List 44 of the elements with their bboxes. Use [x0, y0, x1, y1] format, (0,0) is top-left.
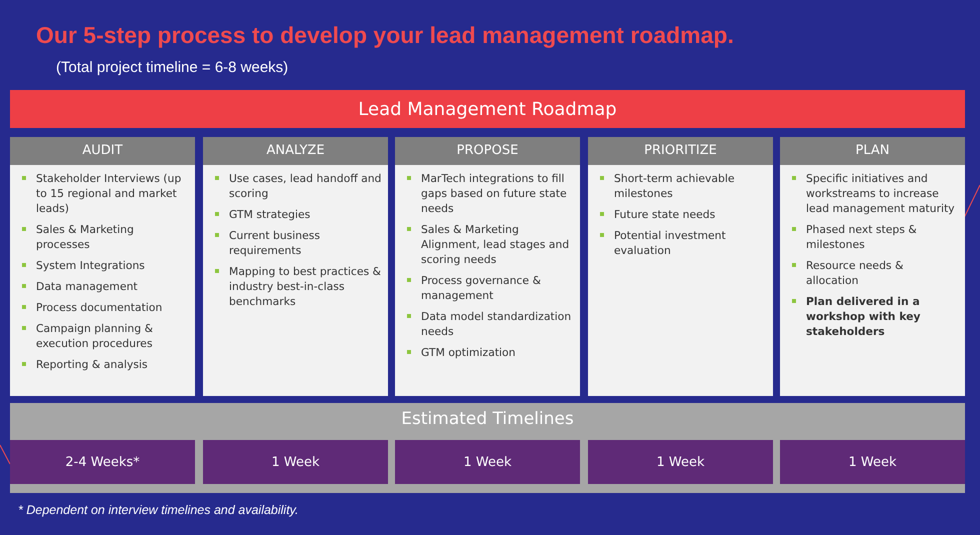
- list-item: Potential investment evaluation: [600, 228, 767, 258]
- phase-column: [10, 137, 195, 396]
- list-item: Data model standardization needs: [407, 309, 574, 339]
- phase-column: [588, 137, 773, 396]
- footnote: * Dependent on interview timelines and availability.: [18, 503, 298, 517]
- list-item: Sales & Marketing Alignment, lead stages and scoring needs: [407, 222, 574, 267]
- list-item: Sales & Marketing processes: [22, 222, 189, 252]
- list-item: GTM strategies: [215, 207, 382, 222]
- column-header: AUDIT: [10, 137, 195, 165]
- timeline-panel: [10, 403, 965, 493]
- list-item: Specific initiatives and workstreams to increase lead management maturity: [792, 171, 959, 216]
- phase-column: [395, 137, 580, 396]
- banner: Lead Management Roadmap: [10, 90, 965, 128]
- timeline-cell: 2-4 Weeks*: [10, 440, 195, 484]
- subtitle: (Total project timeline = 6-8 weeks): [56, 59, 288, 76]
- list-item: Mapping to best practices & industry best-in-class benchmarks: [215, 264, 382, 309]
- list-item: GTM optimization: [407, 345, 574, 360]
- list-item: Data management: [22, 279, 189, 294]
- column-header: PRIORITIZE: [588, 137, 773, 165]
- panel-title: Estimated Timelines: [400, 409, 575, 429]
- list-item: Phased next steps & milestones: [792, 222, 959, 252]
- list-item: Campaign planning & execution procedures: [22, 321, 189, 351]
- list-item: Short-term achievable milestones: [600, 171, 767, 201]
- timeline-cell: 1 Week: [395, 440, 580, 484]
- phase-column: [780, 137, 965, 396]
- timeline-cell: 1 Week: [588, 440, 773, 484]
- list-item: Resource needs & allocation: [792, 258, 959, 288]
- list-item: Plan delivered in a workshop with key stakeholders: [792, 294, 959, 339]
- phase-column: [203, 137, 388, 396]
- list-item: Future state needs: [600, 207, 767, 222]
- list-item: Current business requirements: [215, 228, 382, 258]
- timeline-cell: 1 Week: [780, 440, 965, 484]
- column-header: PROPOSE: [395, 137, 580, 165]
- timeline-cell: 1 Week: [203, 440, 388, 484]
- list-item: Process documentation: [22, 300, 189, 315]
- list-item: System Integrations: [22, 258, 189, 273]
- list-item: Process governance & management: [407, 273, 574, 303]
- column-header: PLAN: [780, 137, 965, 165]
- list-item: Reporting & analysis: [22, 357, 189, 372]
- title: Our 5-step process to develop your lead management roadmap.: [36, 22, 734, 49]
- list-item: Use cases, lead handoff and scoring: [215, 171, 382, 201]
- list-item: Stakeholder Interviews (up to 15 regional and market leads): [22, 171, 189, 216]
- column-header: ANALYZE: [203, 137, 388, 165]
- list-item: MarTech integrations to fill gaps based on future state needs: [407, 171, 574, 216]
